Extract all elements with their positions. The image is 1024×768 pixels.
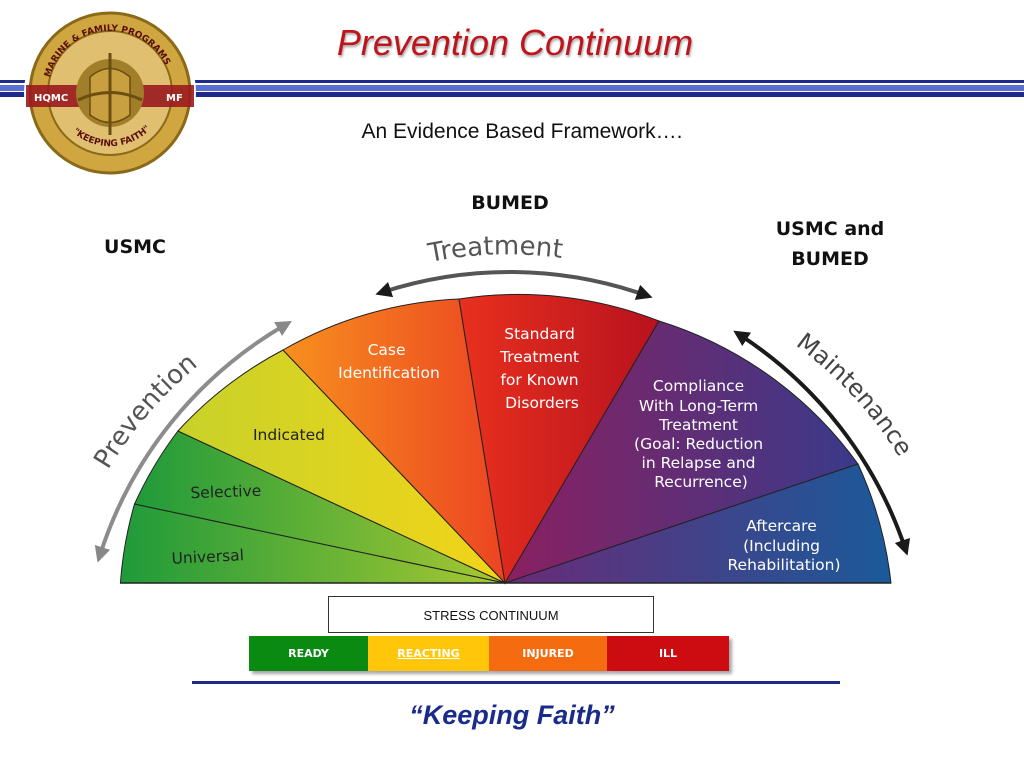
slice-label-standard-treatment: Standard Treatment for Known Disorders xyxy=(499,325,584,412)
svg-text:Treatment: Treatment xyxy=(425,231,565,269)
header-band-line-mid xyxy=(0,85,1024,91)
compliance-line-6: Recurrence) xyxy=(654,473,748,491)
slice-label-compliance: Compliance With Long-Term Treatment (Goa… xyxy=(634,377,768,491)
standard-line-4: Disorders xyxy=(505,394,579,412)
slice-label-case-identification: Case Identification xyxy=(338,341,440,382)
stress-segment-ready: READY xyxy=(249,636,368,671)
slice-label-selective: Selective xyxy=(190,482,261,502)
aftercare-line-2: (Including xyxy=(743,537,820,555)
compliance-line-5: in Relapse and xyxy=(642,454,756,472)
compliance-line-3: Treatment xyxy=(658,416,738,434)
group-label-usmc: USMC xyxy=(104,236,166,258)
aftercare-line-1: Aftercare xyxy=(746,517,816,535)
seal-left-tag: HQMC xyxy=(34,93,68,104)
standard-line-3: for Known xyxy=(500,371,578,389)
page-title: Prevention Continuum xyxy=(0,22,1024,64)
standard-line-1: Standard xyxy=(504,325,575,343)
footer-divider xyxy=(192,681,840,684)
continuum-diagram: Universal Selective Indicated Case Ident… xyxy=(88,231,918,585)
page-subtitle: An Evidence Based Framework…. xyxy=(361,120,683,143)
aftercare-line-3: Rehabilitation) xyxy=(727,556,840,574)
page-title-text: Prevention Continuum xyxy=(336,22,694,63)
stress-segment-reacting: REACTING xyxy=(368,636,489,671)
stress-segment-ill: ILL xyxy=(607,636,729,671)
marine-emblem-seal-icon: HQMC MF MARINE & FAMILY PROGRAMS "KEEPIN… xyxy=(24,7,196,179)
header-band xyxy=(0,80,1024,97)
case-id-line-2: Identification xyxy=(338,364,440,382)
compliance-line-1: Compliance xyxy=(653,377,744,395)
treatment-arrow xyxy=(375,270,653,300)
stress-segment-injured: INJURED xyxy=(489,636,607,671)
standard-line-2: Treatment xyxy=(499,348,579,366)
group-label-usmc-and-bumed-line1: USMC and xyxy=(775,218,885,240)
stress-continuum-title: STRESS CONTINUUM xyxy=(328,596,654,633)
prevention-arrow xyxy=(94,320,292,563)
footer-motto: “Keeping Faith” xyxy=(409,700,615,730)
seal-right-tag: MF xyxy=(166,93,183,104)
group-label-bumed: BUMED xyxy=(471,192,549,214)
maintenance-arrow xyxy=(733,330,911,556)
header-band-line-top xyxy=(0,80,1024,83)
group-label-usmc-and-bumed: USMC and BUMED xyxy=(740,214,920,274)
slice-label-universal: Universal xyxy=(171,546,244,568)
header-band-line-bottom xyxy=(0,92,1024,97)
slice-label-indicated: Indicated xyxy=(253,426,325,444)
case-id-line-1: Case xyxy=(368,341,406,359)
treatment-arc-label: Treatment xyxy=(425,231,565,269)
compliance-line-2: With Long-Term xyxy=(639,397,758,415)
compliance-line-4: (Goal: Reduction xyxy=(634,435,763,453)
group-label-usmc-and-bumed-line2: BUMED xyxy=(791,248,869,270)
